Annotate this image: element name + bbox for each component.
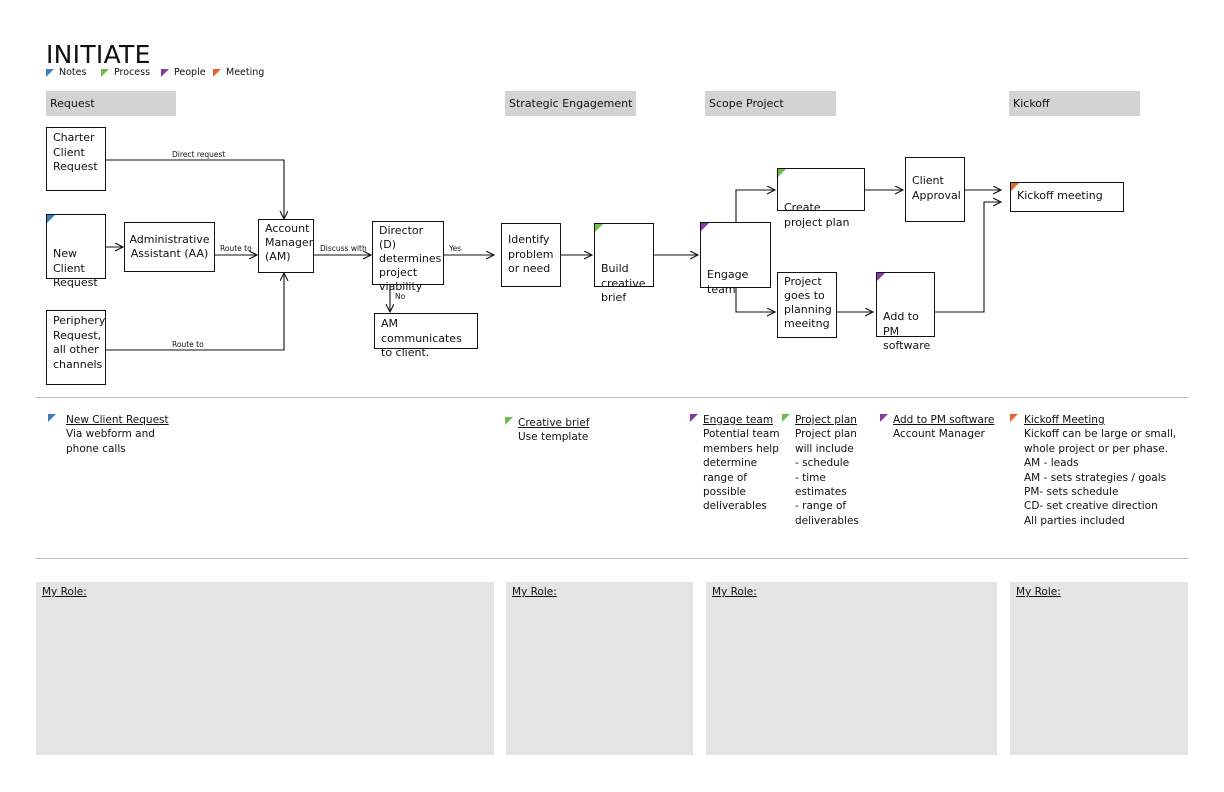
node-charter-client-request: Charter Client Request: [46, 127, 106, 191]
role-label: My Role:: [42, 586, 87, 598]
legend-label: Process: [114, 67, 151, 78]
node-label: Create project plan: [784, 201, 850, 229]
legend-label: Meeting: [226, 67, 265, 78]
node-client-approval: Client Approval: [905, 157, 965, 222]
node-planning-meeting: Project goes to planning meeitng: [777, 272, 837, 338]
notes-flag-icon: [48, 414, 56, 422]
note-title: Creative brief: [518, 417, 590, 429]
role-label: My Role:: [1016, 586, 1061, 598]
people-flag-icon: [161, 68, 169, 77]
process-flag-icon: [595, 224, 603, 232]
note-kickoff-meeting: Kickoff Meeting Kickoff can be large or …: [1010, 413, 1176, 528]
legend-label: Notes: [59, 67, 87, 78]
role-panel-request: My Role:: [36, 582, 494, 755]
edge-label-direct-request: Direct request: [172, 150, 226, 159]
edge-add-pm-kickoff: [935, 202, 1001, 313]
edge-label-discuss-with: Discuss with: [320, 244, 367, 253]
note-title: Project plan: [795, 414, 857, 426]
node-administrative-assistant: Administrative Assistant (AA): [124, 222, 215, 272]
node-label: Engage team: [707, 268, 749, 296]
note-title: Engage team: [703, 414, 774, 426]
note-body: Project plan will include - schedule - t…: [795, 428, 859, 527]
note-title: Kickoff Meeting: [1024, 414, 1105, 426]
edge-label-route-to: Route to: [172, 340, 204, 349]
people-flag-icon: [880, 414, 888, 422]
note-project-plan: Project plan Project plan will include -…: [782, 413, 859, 528]
note-body: Account Manager: [893, 428, 985, 441]
people-flag-icon: [690, 414, 698, 422]
people-flag-icon: [877, 273, 885, 281]
node-engage-team: Engage team: [700, 222, 771, 296]
node-kickoff-meeting: Kickoff meeting: [1010, 182, 1124, 212]
meeting-flag-icon: [1010, 414, 1018, 422]
edge-label-yes: Yes: [449, 244, 462, 253]
edge-label-route-to: Route to: [220, 244, 252, 253]
node-label: Kickoff meeting: [1017, 189, 1103, 202]
node-am-communicates: AM communicates to client.: [374, 313, 478, 359]
edge-engage-planning: [735, 288, 775, 312]
edge-charter-am: [106, 159, 284, 219]
node-account-manager: Account Manager (AM): [258, 219, 314, 273]
edge-engage-create-plan: [735, 190, 775, 222]
meeting-flag-icon: [1011, 183, 1019, 191]
node-periphery-request: Periphery Request, all other channels: [46, 310, 106, 385]
process-flag-icon: [505, 417, 513, 425]
legend-people: People: [161, 67, 206, 78]
meeting-flag-icon: [213, 68, 221, 77]
legend-notes: Notes: [46, 67, 86, 78]
people-flag-icon: [701, 223, 709, 231]
legend-process: Process: [101, 67, 150, 78]
process-flag-icon: [101, 68, 109, 77]
phase-header-request: Request: [46, 91, 176, 116]
notes-flag-icon: [47, 215, 55, 223]
note-title: New Client Request: [66, 414, 169, 426]
phase-header-scope-project: Scope Project: [705, 91, 836, 116]
role-label: My Role:: [512, 586, 557, 598]
node-label: New Client Request: [53, 247, 98, 289]
edge-periphery-am: [106, 273, 284, 351]
note-new-client-request: New Client Request Via webform and phone…: [48, 413, 169, 456]
process-flag-icon: [782, 414, 790, 422]
role-panel-kickoff: My Role:: [1010, 582, 1188, 755]
role-panel-strategic-engagement: My Role:: [506, 582, 693, 755]
note-body: Use template: [518, 431, 589, 444]
role-panel-scope-project: My Role:: [706, 582, 997, 755]
legend-meeting: Meeting: [213, 67, 264, 78]
note-body: Kickoff can be large or small, whole pro…: [1024, 428, 1177, 527]
node-label: Build creative brief: [601, 262, 646, 304]
notes-flag-icon: [46, 68, 54, 77]
page-title: INITIATE: [46, 40, 151, 69]
node-identify-problem: Identify problem or need: [501, 223, 561, 287]
note-title: Add to PM software: [893, 414, 995, 426]
note-body: Potential team members help determine ra…: [703, 428, 780, 513]
process-flag-icon: [778, 169, 786, 177]
edge-label-no: No: [395, 292, 406, 301]
node-label: Add to PM software: [883, 310, 931, 352]
note-engage-team: Engage team Potential team members help …: [690, 413, 780, 514]
phase-header-kickoff: Kickoff: [1009, 91, 1140, 116]
node-build-creative-brief: Build creative brief: [594, 223, 654, 304]
legend-label: People: [174, 67, 206, 78]
section-divider: [36, 558, 1188, 559]
node-new-client-request: New Client Request: [46, 214, 106, 289]
node-add-to-pm-software: Add to PM software: [876, 272, 935, 352]
note-creative-brief: Creative brief Use template: [505, 416, 589, 445]
note-body: Via webform and phone calls: [66, 428, 155, 455]
section-divider: [36, 397, 1188, 398]
node-director: Director (D) determines project viabilit…: [372, 221, 444, 293]
node-create-project-plan: Create project plan: [777, 168, 865, 229]
note-add-to-pm-software: Add to PM software Account Manager: [880, 413, 994, 442]
role-label: My Role:: [712, 586, 757, 598]
phase-header-strategic-engagement: Strategic Engagement: [505, 91, 636, 116]
